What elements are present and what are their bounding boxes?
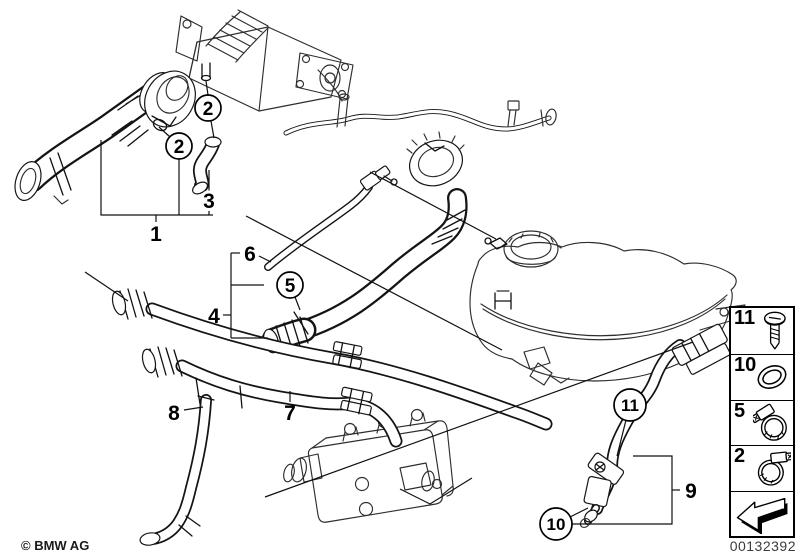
leader-lines <box>84 171 694 498</box>
hose-clamp-icon <box>757 451 791 486</box>
fastener-legend: 11 10 5 <box>729 306 795 538</box>
callout-4: 4 <box>208 305 220 328</box>
callout-3: 3 <box>203 190 215 213</box>
vent-hose-6-drawing <box>264 165 398 271</box>
callout-leaders <box>100 80 680 525</box>
callout-2-lower: 2 <box>174 137 185 158</box>
callout-8: 8 <box>168 402 180 425</box>
callout-11: 11 <box>621 396 639 415</box>
hose-clamp-icon <box>753 403 787 441</box>
legend-number: 11 <box>734 307 756 329</box>
legend-row-direction <box>731 492 793 537</box>
legend-row-o-ring: 10 <box>731 354 793 401</box>
image-number: 00132392 <box>729 538 796 554</box>
callout-5: 5 <box>285 276 296 297</box>
legend-row-clamp-5: 5 <box>731 399 793 446</box>
legend-row-screw: 11 <box>731 307 793 355</box>
o-ring-icon <box>757 365 787 390</box>
callout-9: 9 <box>685 480 697 503</box>
hose-4-drawing <box>261 131 468 354</box>
callout-2-upper: 2 <box>203 99 214 120</box>
hose-7-drawing <box>111 288 553 431</box>
hose-9-drawing <box>579 323 731 529</box>
callout-1: 1 <box>150 223 162 246</box>
oil-cooler-drawing <box>283 408 473 523</box>
hose-8-drawing <box>139 346 403 546</box>
bmw-copyright: © BMW AG <box>21 538 90 553</box>
legend-number: 5 <box>734 399 746 422</box>
elbow-hose-3-drawing <box>192 136 222 195</box>
callout-10: 10 <box>547 515 566 534</box>
direction-arrow-icon <box>736 497 788 534</box>
legend-row-clamp-2: 2 <box>731 445 793 492</box>
screw-icon <box>764 311 786 350</box>
legend-number: 10 <box>734 354 757 376</box>
callouts: 1 3 4 6 7 8 9 2 2 5 10 11 <box>150 94 697 541</box>
callout-7: 7 <box>284 402 296 425</box>
callout-6: 6 <box>244 243 256 266</box>
hose-1-drawing <box>14 70 196 205</box>
coolant-pipe-drawing <box>283 69 557 136</box>
legend-number: 2 <box>734 445 746 467</box>
